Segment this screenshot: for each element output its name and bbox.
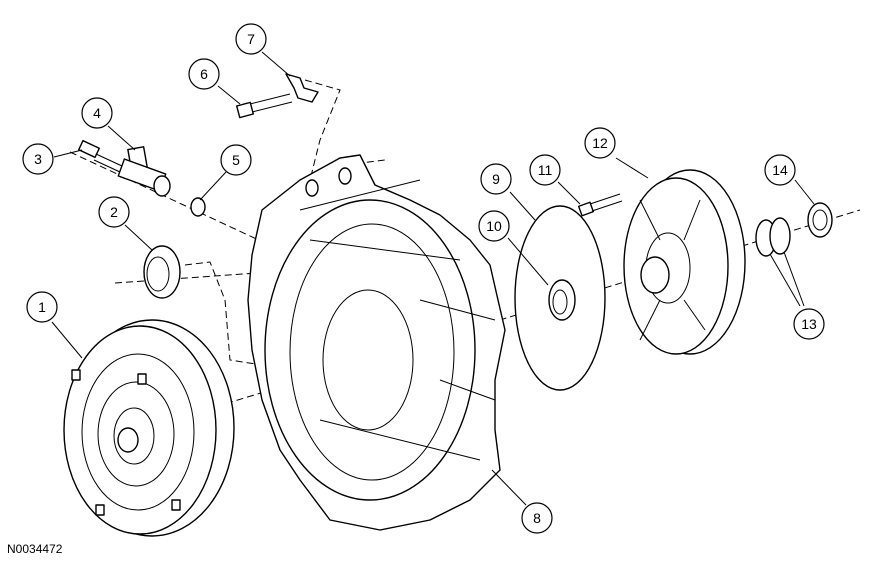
callout-10-label: 10 [486,218,502,234]
callout-8-label: 8 [533,510,541,526]
front-seal [143,245,181,299]
sensor-bolt [78,139,123,173]
callout-5: 5 [220,144,252,176]
speed-sensor [117,146,171,197]
leader-lines [51,51,815,506]
figure-id: N0034472 [7,542,63,556]
callout-1-label: 1 [38,299,46,315]
callout-8: 8 [521,502,553,534]
seal-rings [755,217,791,257]
callout-13-label: 13 [801,316,817,332]
pump-seal [548,279,576,321]
oil-pump [623,169,746,355]
retaining-clip [285,73,319,103]
callout-11: 11 [529,154,561,186]
thrust-washer [807,202,833,238]
torque-converter [63,319,235,537]
callout-14: 14 [764,154,796,186]
callout-6-label: 6 [200,66,208,82]
callout-9: 9 [480,163,512,195]
callout-5-label: 5 [232,152,240,168]
callout-6: 6 [188,58,220,90]
callout-2: 2 [98,196,130,228]
callout-12: 12 [584,127,616,159]
bracket-bolt [235,93,293,119]
callout-7-label: 7 [247,31,255,47]
callout-4-label: 4 [93,105,101,121]
o-ring [190,197,206,217]
callout-11-label: 11 [538,162,553,178]
pump-bolt [577,193,623,217]
callout-10: 10 [478,210,510,242]
callout-3-label: 3 [34,151,42,167]
callout-13: 13 [793,308,825,340]
callout-7: 7 [235,23,267,55]
callout-4: 4 [81,97,113,129]
callout-14-label: 14 [772,162,788,178]
transmission-case [247,154,506,531]
callout-9-label: 9 [492,171,500,187]
callout-2-label: 2 [110,204,118,220]
callout-1: 1 [26,291,58,323]
callout-12-label: 12 [592,135,608,151]
callout-3: 3 [22,143,54,175]
